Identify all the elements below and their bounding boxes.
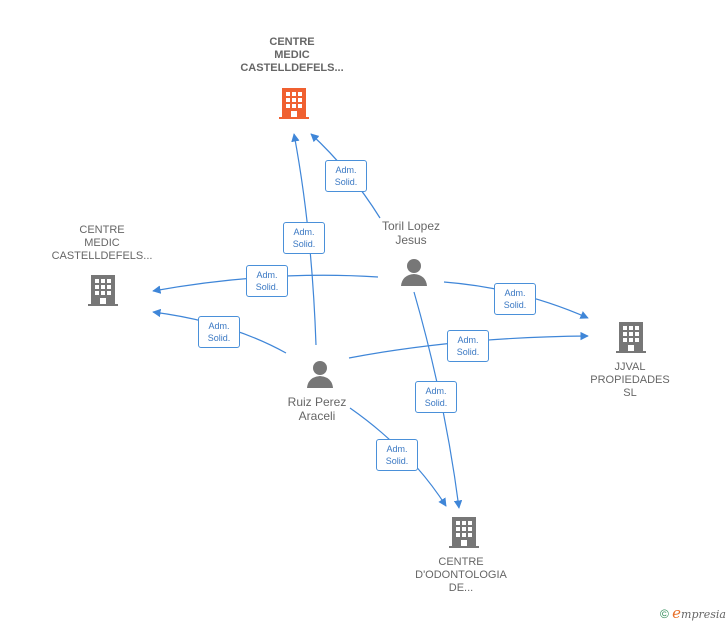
edge-label-line-1: Adm.	[425, 386, 447, 396]
edge-label-line-1: Adm.	[335, 165, 357, 175]
person-ruiz-label[interactable]: Ruiz Perez Araceli	[267, 395, 367, 423]
edge-label-toril-right[interactable]: Adm. Solid.	[494, 283, 536, 315]
company-left-label[interactable]: CENTRE MEDIC CASTELLDEFELS...	[32, 224, 172, 263]
edge-label-ruiz-top[interactable]: Adm. Solid.	[283, 222, 325, 254]
edge-label-ruiz-right[interactable]: Adm. Solid.	[447, 330, 489, 362]
building-icon[interactable]	[87, 273, 119, 307]
edge-label-toril-bottom[interactable]: Adm. Solid.	[415, 381, 457, 413]
person-ruiz-line-1: Ruiz Perez	[287, 395, 347, 409]
edge-label-ruiz-bottom[interactable]: Adm. Solid.	[376, 439, 418, 471]
edge-label-line-1: Adm.	[293, 227, 315, 237]
company-top-line-1: CENTRE	[269, 36, 315, 48]
company-right-line-3: SL	[623, 387, 637, 399]
brand-name: mpresia	[681, 608, 726, 621]
person-ruiz-line-2: Araceli	[298, 409, 336, 423]
company-left-line-1: CENTRE	[79, 224, 125, 236]
edge-label-line-2: Solid.	[292, 239, 316, 249]
edge-label-line-2: Solid.	[424, 398, 448, 408]
person-toril-line-1: Toril Lopez	[381, 219, 441, 233]
person-toril-label[interactable]: Toril Lopez Jesus	[361, 219, 461, 247]
edge-label-ruiz-left[interactable]: Adm. Solid.	[198, 316, 240, 348]
edge-label-line-2: Solid.	[334, 177, 358, 187]
person-toril-line-2: Jesus	[395, 233, 427, 247]
company-bottom-line-2: D'ODONTOLOGIA	[415, 569, 507, 581]
edge-label-toril-left[interactable]: Adm. Solid.	[246, 265, 288, 297]
edge-label-toril-top[interactable]: Adm. Solid.	[325, 160, 367, 192]
company-top-line-2: MEDIC	[274, 49, 310, 61]
company-left-line-3: CASTELLDEFELS...	[51, 250, 153, 262]
brand-initial: e	[672, 604, 682, 622]
empresia-logo[interactable]: © empresia	[660, 604, 726, 622]
person-icon[interactable]	[399, 256, 429, 286]
company-bottom-line-3: DE...	[448, 582, 474, 594]
copyright-symbol: ©	[659, 607, 669, 621]
person-icon[interactable]	[305, 358, 335, 388]
edge-label-line-1: Adm.	[504, 288, 526, 298]
edge-label-line-2: Solid.	[503, 300, 527, 310]
building-icon[interactable]	[278, 86, 310, 120]
company-bottom-label[interactable]: CENTRE D'ODONTOLOGIA DE...	[400, 556, 522, 595]
company-left-line-2: MEDIC	[84, 237, 120, 249]
edge-label-line-1: Adm.	[256, 270, 278, 280]
edge-label-line-2: Solid.	[207, 333, 231, 343]
company-right-line-2: PROPIEDADES	[590, 374, 670, 386]
building-icon[interactable]	[615, 320, 647, 354]
company-right-line-1: JJVAL	[614, 361, 646, 373]
company-top-label[interactable]: CENTRE MEDIC CASTELLDEFELS...	[222, 36, 362, 75]
edge-label-line-1: Adm.	[208, 321, 230, 331]
building-icon[interactable]	[448, 515, 480, 549]
edge-label-line-1: Adm.	[386, 444, 408, 454]
company-right-label[interactable]: JJVAL PROPIEDADES SL	[570, 361, 690, 400]
company-top-line-3: CASTELLDEFELS...	[240, 62, 344, 74]
edge-label-line-2: Solid.	[385, 456, 409, 466]
company-bottom-line-1: CENTRE	[438, 556, 484, 568]
edge-label-line-2: Solid.	[255, 282, 279, 292]
edge-label-line-2: Solid.	[456, 347, 480, 357]
edge-label-line-1: Adm.	[457, 335, 479, 345]
